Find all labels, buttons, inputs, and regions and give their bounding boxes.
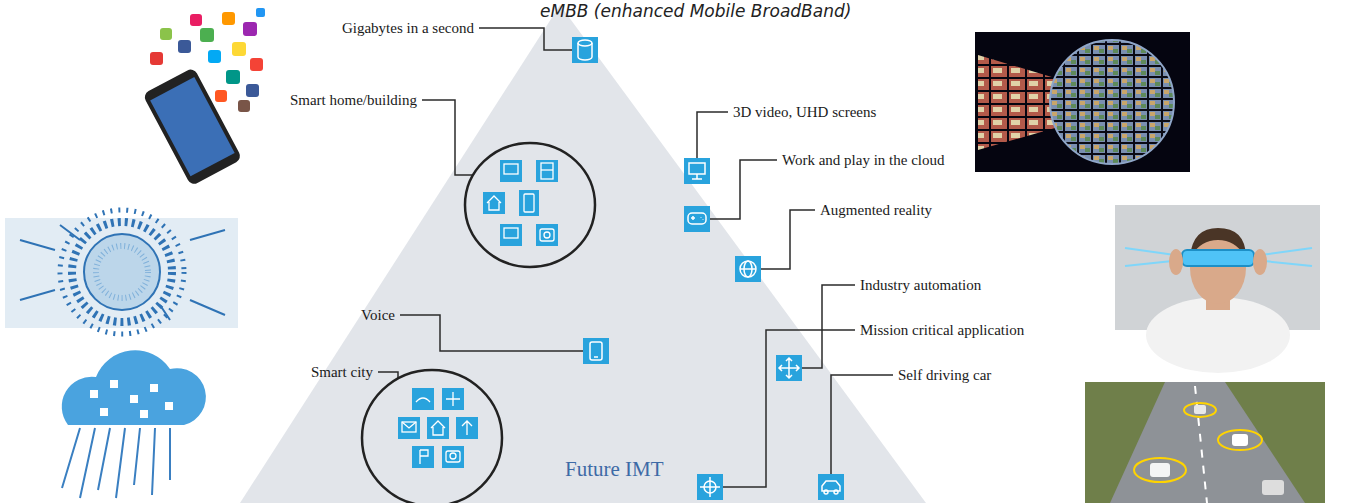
apps-phone-photo [142,8,265,186]
feature-label: Mission critical application [860,321,1024,339]
feature-label: Augmented reality [820,201,932,219]
smart-city-icons [398,388,478,468]
feature-label: Industry automation [860,276,981,294]
video-globe-photo [975,32,1190,172]
feature-label: Gigabytes in a second [342,19,474,37]
feature-label: Voice [361,306,395,324]
group-circles [362,143,595,503]
pyramid-shape: Future IMT [240,5,926,503]
title: eMBB (enhanced Mobile BroadBand) [540,1,851,21]
vr-man-photo [1115,205,1320,373]
feature-label: Smart home/building [290,91,417,109]
feature-label: Work and play in the cloud [782,151,945,169]
leader-lines [378,28,893,487]
highway-photo [1085,382,1325,503]
cloud-photo [62,350,206,498]
pyramid-outline [240,5,926,503]
network-photo [5,210,238,334]
feature-label: 3D video, UHD screens [733,103,876,121]
node-title: Future IMT [565,457,664,481]
pyramid-fill [240,5,926,503]
feature-label: Smart city [311,363,373,381]
feature-label: Self driving car [898,366,991,384]
smart-home-icons [483,160,558,246]
